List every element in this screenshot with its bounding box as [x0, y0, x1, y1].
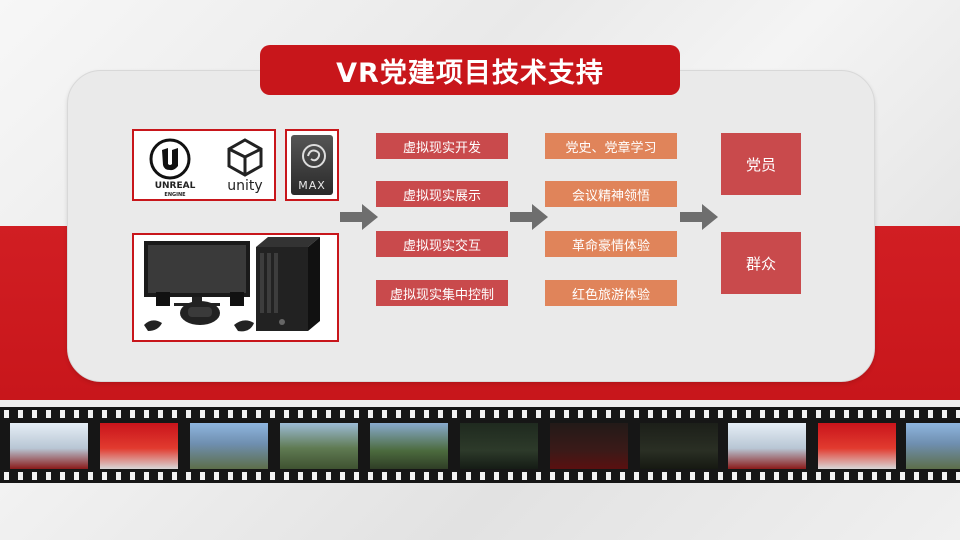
content-module-party-history[interactable]: 党史、党章学习 [545, 133, 677, 159]
scene-thumbnail [280, 423, 358, 469]
film-sprockets-top [0, 410, 960, 418]
max-label: MAX [298, 179, 326, 192]
unity-logo-icon [227, 138, 263, 177]
content-module-revolution[interactable]: 革命豪情体验 [545, 231, 677, 257]
scene-thumbnail [640, 423, 718, 469]
scene-thumbnail [460, 423, 538, 469]
page-title: VR党建项目技术支持 [260, 45, 680, 95]
vr-hardware-image [132, 233, 339, 342]
unreal-engine-logo-icon [149, 138, 191, 180]
max-swirl-icon [302, 144, 326, 168]
unity-wordmark: unity [227, 178, 263, 194]
unreal-wordmark: UNREAL [154, 181, 196, 191]
vr-function-development[interactable]: 虚拟现实开发 [376, 133, 508, 159]
unreal-sub-wordmark: ENGINE [164, 192, 186, 198]
scene-thumbnail [818, 423, 896, 469]
scene-thumbnail [906, 423, 960, 469]
vr-function-central-control[interactable]: 虚拟现实集中控制 [376, 280, 508, 306]
scene-thumbnail [550, 423, 628, 469]
scene-thumbnail [728, 423, 806, 469]
3ds-max-logo-icon: MAX [291, 135, 333, 195]
vr-scene-filmstrip [0, 407, 960, 483]
arrow-right-icon [340, 204, 378, 230]
background-bottom [0, 480, 960, 540]
film-sprockets-bottom [0, 472, 960, 480]
scene-thumbnail [370, 423, 448, 469]
scene-thumbnail [190, 423, 268, 469]
scene-thumbnail [100, 423, 178, 469]
engine-logos-box: UNREAL ENGINE unity [132, 129, 276, 201]
arrow-right-icon [510, 204, 548, 230]
vr-function-exhibition[interactable]: 虚拟现实展示 [376, 181, 508, 207]
arrow-right-icon [680, 204, 718, 230]
content-module-red-tourism[interactable]: 红色旅游体验 [545, 280, 677, 306]
scene-thumbnail [10, 423, 88, 469]
audience-party-members[interactable]: 党员 [721, 133, 801, 195]
vr-hardware-icon [144, 237, 320, 332]
vr-function-interaction[interactable]: 虚拟现实交互 [376, 231, 508, 257]
3ds-max-logo-box: MAX [285, 129, 339, 201]
content-module-meeting-spirit[interactable]: 会议精神领悟 [545, 181, 677, 207]
audience-public[interactable]: 群众 [721, 232, 801, 294]
